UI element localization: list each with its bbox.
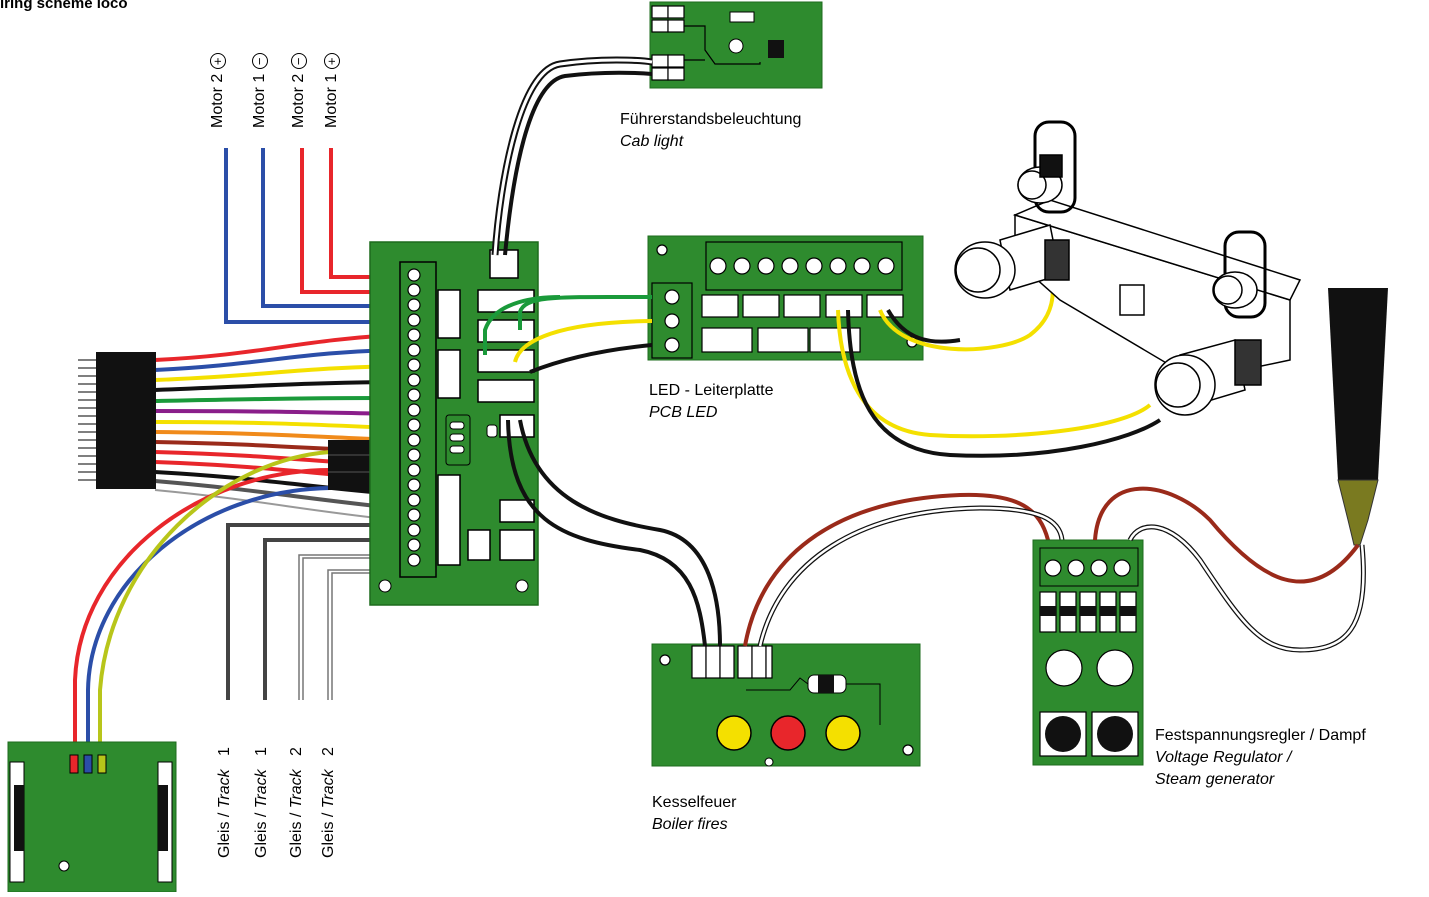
- led-pcb-label-de: LED - Leiterplatte: [649, 382, 774, 399]
- cab-light-pcb: [649, 1, 823, 89]
- regulator-label-en2: Steam generator: [1155, 771, 1275, 788]
- steam-generator: [1328, 288, 1388, 546]
- motor-label-4: Motor 1 +: [323, 53, 341, 128]
- boiler-fires-pcb: [651, 643, 921, 767]
- voltage-regulator-pcb: [1032, 539, 1144, 766]
- motor-label-2: Motor 1 −: [251, 53, 269, 128]
- loco-lamp-assembly: [954, 120, 1302, 416]
- track-label-2: Gleis / Track 1: [253, 747, 270, 858]
- regulator-label-de: Festspannungsregler / Dampf: [1155, 727, 1366, 744]
- led-pcb: [647, 235, 924, 361]
- main-decoder-pcb: [369, 241, 539, 606]
- sensor-pcb: [7, 741, 177, 893]
- lamp-wires: [836, 279, 1162, 458]
- boiler-cables: [506, 419, 1065, 647]
- track-label-1: Gleis / Track 1: [216, 747, 233, 858]
- plus-icon: +: [210, 53, 226, 70]
- cab-light-label-de: Führerstandsbeleuchtung: [620, 111, 802, 128]
- diagram-title: iring scheme loco: [0, 0, 128, 12]
- track-label-4: Gleis / Track 2: [320, 747, 337, 858]
- sensor-cable: [73, 450, 331, 770]
- minus-icon: −: [291, 53, 307, 70]
- boiler-label-de: Kesselfeuer: [652, 794, 737, 811]
- cab-light-cable: [491, 56, 653, 256]
- track-label-3: Gleis / Track 2: [288, 747, 305, 858]
- plus-icon: +: [324, 53, 340, 70]
- bus-connector: [78, 352, 156, 489]
- led-pcb-wires: [483, 294, 653, 374]
- motor-label-1: Motor 2 +: [209, 53, 227, 128]
- minus-icon: −: [252, 53, 268, 70]
- cab-light-label-en: Cab light: [620, 133, 684, 150]
- regulator-label-en1: Voltage Regulator /: [1155, 749, 1292, 766]
- motor-label-3: Motor 2 −: [290, 53, 308, 128]
- steam-cables: [1093, 486, 1366, 653]
- boiler-label-en: Boiler fires: [652, 816, 728, 833]
- led-pcb-label-en: PCB LED: [649, 404, 718, 421]
